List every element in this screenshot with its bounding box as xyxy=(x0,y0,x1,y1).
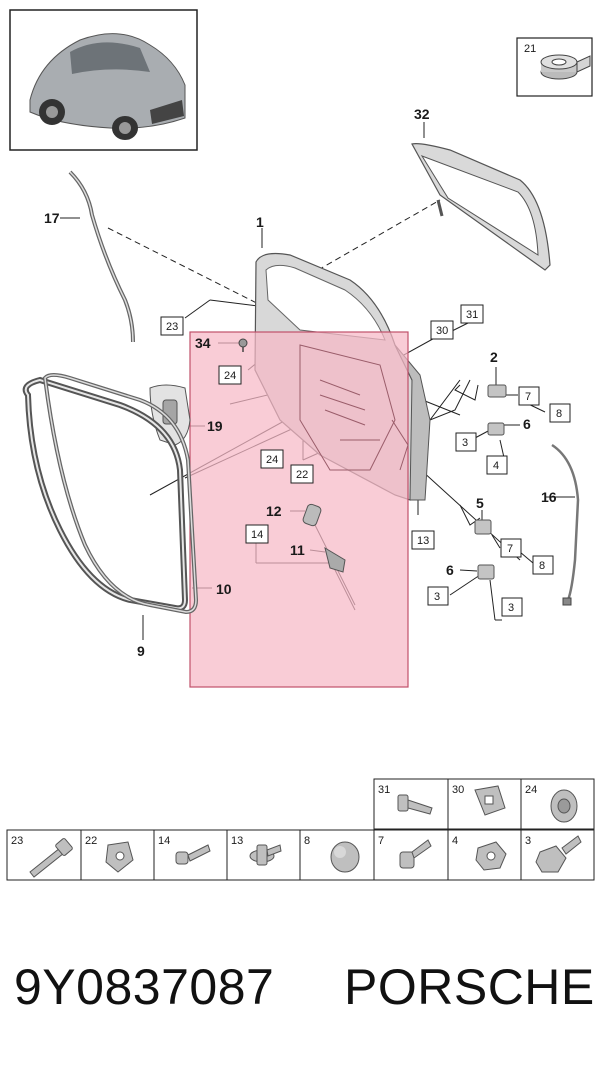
bolt-7-icon xyxy=(399,839,432,869)
bolt-23-icon xyxy=(29,838,73,878)
tape-roll-box: 21 xyxy=(516,37,593,97)
cap-8-icon xyxy=(330,841,360,873)
wiring-cable xyxy=(551,443,580,601)
box-7-lower: 7 xyxy=(507,543,513,555)
box-8-lower: 8 xyxy=(539,560,545,572)
callout-6-lower: 6 xyxy=(446,562,454,578)
callout-17: 17 xyxy=(44,210,60,226)
box-23: 23 xyxy=(166,321,178,333)
box-30: 30 xyxy=(436,325,448,337)
grommet-24-icon xyxy=(550,789,578,823)
callout-10: 10 xyxy=(216,581,232,597)
callout-9: 9 xyxy=(137,643,145,659)
box-3-lower: 3 xyxy=(508,602,514,614)
nut-22-icon xyxy=(105,841,134,873)
box-13: 13 xyxy=(417,535,429,547)
screw-31-icon xyxy=(397,794,433,815)
bolt-13-icon xyxy=(249,844,282,866)
table-cell-23: 23 xyxy=(11,835,23,847)
callout-5: 5 xyxy=(476,495,484,511)
callout-34: 34 xyxy=(195,335,211,351)
table-cell-30: 30 xyxy=(452,784,464,796)
brand-name: PORSCHE xyxy=(344,959,595,1015)
table-cell-8: 8 xyxy=(304,835,310,847)
box-24-lower: 24 xyxy=(266,454,278,466)
tape-roll-label: 21 xyxy=(524,43,536,55)
boxed-callouts xyxy=(160,304,571,617)
window-seal-strip xyxy=(68,170,135,343)
highlight-region xyxy=(189,331,409,688)
table-cell-31: 31 xyxy=(378,784,390,796)
box-3-middle: 3 xyxy=(434,591,440,603)
door-seal-outer xyxy=(22,376,189,612)
vehicle-thumbnail xyxy=(9,9,198,151)
bolt-14-icon xyxy=(175,844,211,865)
clip-30-icon xyxy=(474,785,506,816)
callout-32: 32 xyxy=(414,106,430,122)
box-31: 31 xyxy=(466,309,478,321)
box-8-upper: 8 xyxy=(556,408,562,420)
box-14: 14 xyxy=(251,529,263,541)
callout-6-upper: 6 xyxy=(523,416,531,432)
callout-11: 11 xyxy=(290,542,305,558)
box-4: 4 xyxy=(493,460,499,472)
door-internals xyxy=(299,344,409,471)
parts-diagram: 21 xyxy=(6,9,595,881)
table-cell-3: 3 xyxy=(525,835,531,847)
hinges xyxy=(474,384,507,580)
nut-4-icon xyxy=(475,841,507,871)
callout-1: 1 xyxy=(256,214,264,230)
footer: 9Y0837087 PORSCHE xyxy=(0,958,600,1048)
table-cell-4: 4 xyxy=(452,835,458,847)
box-24-upper: 24 xyxy=(224,370,236,382)
lock-cylinder xyxy=(302,503,322,527)
table-cell-22: 22 xyxy=(85,835,97,847)
box-3-upper: 3 xyxy=(462,437,468,449)
box-7-upper: 7 xyxy=(525,391,531,403)
box-22: 22 xyxy=(296,469,308,481)
part-number: 9Y0837087 xyxy=(14,959,275,1015)
bolt-3-icon xyxy=(535,835,582,873)
table-cell-24: 24 xyxy=(525,784,537,796)
lock-rod xyxy=(324,546,346,573)
callout-16: 16 xyxy=(541,489,557,505)
fastener-table: 31 30 24 23 22 14 13 8 7 4 3 xyxy=(6,778,595,881)
table-cell-13: 13 xyxy=(231,835,243,847)
callout-2: 2 xyxy=(490,349,498,365)
table-cell-7: 7 xyxy=(378,835,384,847)
callout-12: 12 xyxy=(266,503,282,519)
callout-19: 19 xyxy=(207,418,223,434)
window-frame xyxy=(411,143,551,271)
door-seal-inner xyxy=(42,373,199,615)
small-clip xyxy=(238,338,248,352)
table-cell-14: 14 xyxy=(158,835,170,847)
